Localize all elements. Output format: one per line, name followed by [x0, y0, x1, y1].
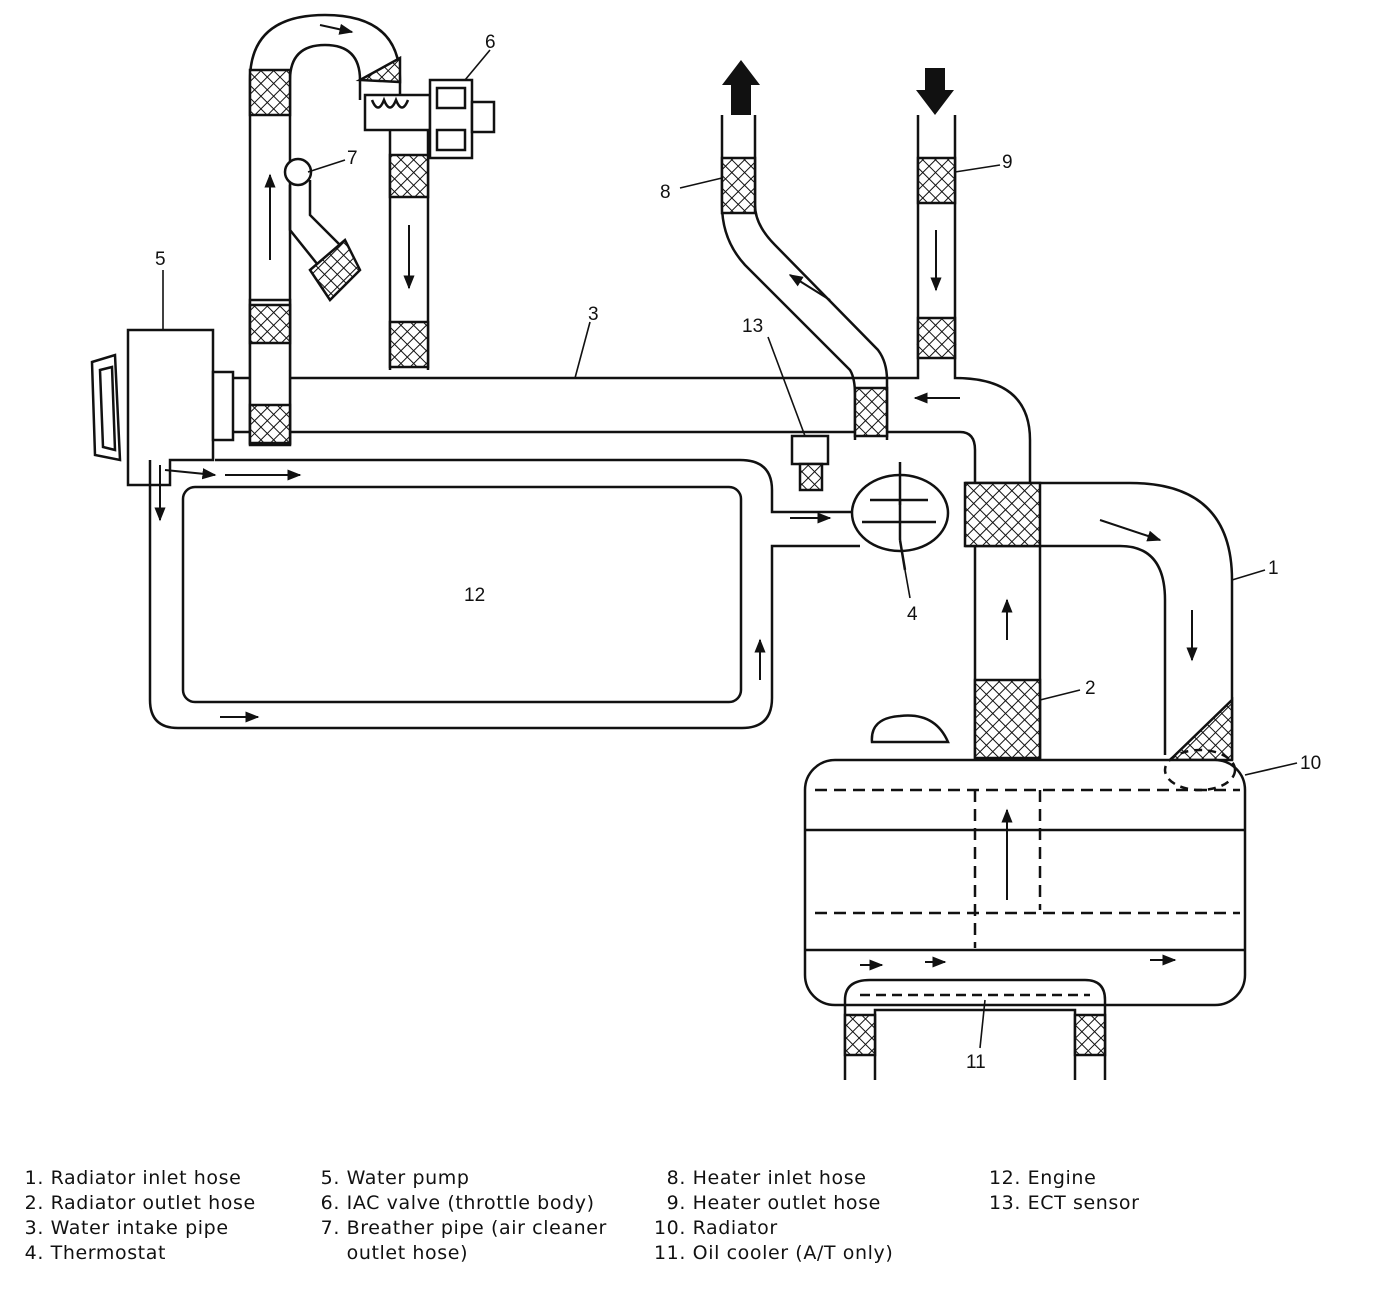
legend-item: 12. Engine [988, 1167, 1097, 1189]
flow-arrows [154, 23, 1198, 971]
callout-11: 11 [966, 1052, 986, 1073]
legend-column-4: 12. Engine 13. ECT sensor [985, 1166, 1140, 1216]
engine-block [148, 458, 860, 730]
legend-item: 13. ECT sensor [988, 1192, 1140, 1214]
ect-sensor [790, 434, 830, 492]
heater-inlet-hose [720, 115, 889, 440]
radiator [803, 714, 1247, 1007]
legend-item: 3. Water intake pipe [24, 1217, 229, 1239]
bypass-hose [248, 13, 402, 447]
callout-2: 2 [1085, 678, 1096, 699]
water-pump [90, 328, 235, 487]
iac-valve [363, 78, 496, 370]
callout-4: 4 [907, 604, 918, 625]
legend-item: outlet hose) [346, 1242, 469, 1264]
callout-3: 3 [588, 304, 599, 325]
legend-column-2: 5. Water pump 6. IAC valve (throttle bod… [318, 1166, 607, 1266]
legend-item: 7. Breather pipe (air cleaner [320, 1217, 607, 1239]
legend-item: 11. Oil cooler (A/T only) [653, 1242, 894, 1264]
legend-item: 6. IAC valve (throttle body) [320, 1192, 595, 1214]
legend-item: 10. Radiator [653, 1217, 778, 1239]
leader-lines [162, 49, 1298, 1049]
heater-outlet-arrow [916, 68, 954, 115]
callout-5: 5 [155, 249, 166, 270]
parts-legend: 1. Radiator inlet hose 2. Radiator outle… [0, 1166, 1376, 1276]
water-intake-pipe [233, 343, 1032, 483]
legend-item: 4. Thermostat [24, 1242, 167, 1264]
callout-10: 10 [1300, 753, 1321, 774]
heater-outlet-hose [916, 115, 957, 360]
radiator-outlet-hose [973, 546, 1042, 760]
callout-7: 7 [347, 148, 358, 169]
thermostat [850, 462, 950, 571]
legend-item: 8. Heater inlet hose [666, 1167, 867, 1189]
callout-13: 13 [742, 316, 763, 337]
heater-inlet-arrow [722, 60, 760, 115]
callout-12: 12 [464, 585, 485, 606]
callout-9: 9 [1002, 152, 1013, 173]
legend-column-3: 8. Heater inlet hose 9. Heater outlet ho… [650, 1166, 893, 1266]
legend-item: 5. Water pump [320, 1167, 470, 1189]
heater-flow-arrows [722, 60, 954, 115]
callout-8: 8 [660, 182, 671, 203]
cooling-system-diagram: 1 2 3 4 5 6 7 8 9 10 11 12 13 [90, 13, 1321, 1080]
legend-item: 1. Radiator inlet hose [24, 1167, 242, 1189]
legend-column-1: 1. Radiator inlet hose 2. Radiator outle… [22, 1166, 256, 1266]
oil-cooler [843, 978, 1107, 1080]
callout-1: 1 [1268, 558, 1279, 579]
legend-item: 9. Heater outlet hose [666, 1192, 881, 1214]
callout-6: 6 [485, 32, 496, 53]
breather-pipe [283, 157, 362, 302]
legend-item: 2. Radiator outlet hose [24, 1192, 256, 1214]
